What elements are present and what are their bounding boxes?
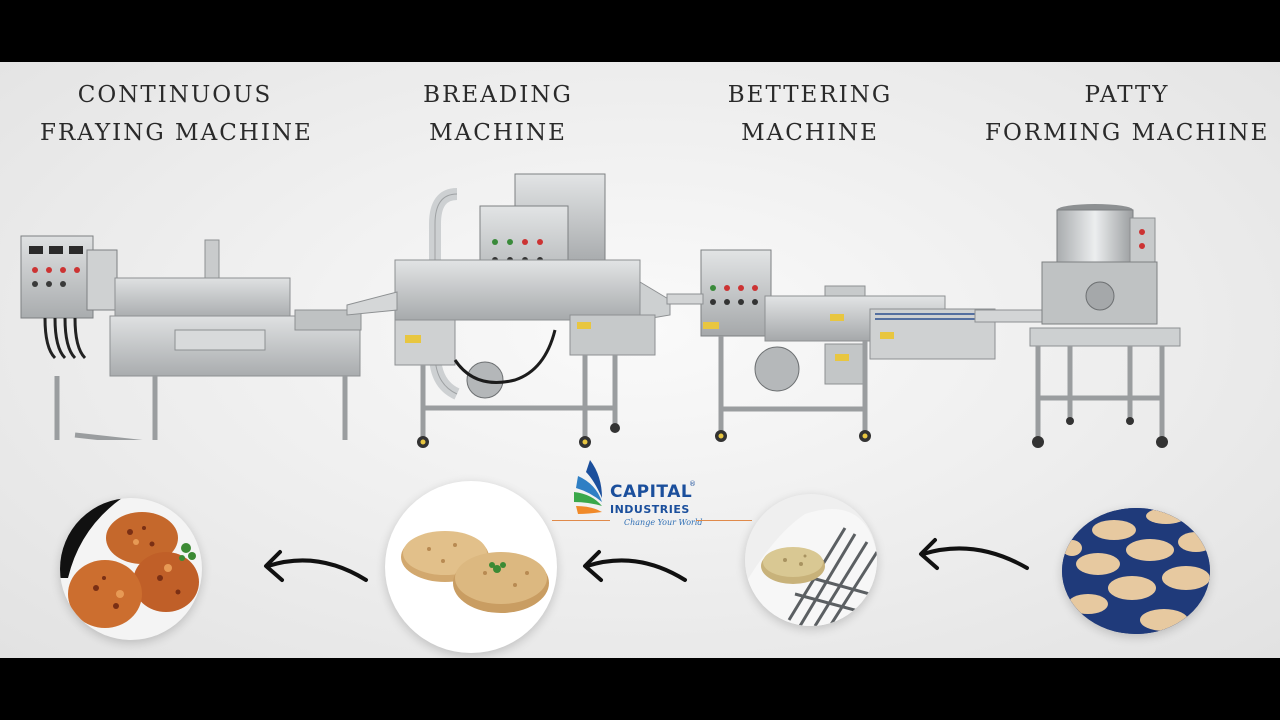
title-line: MACHINE <box>429 120 567 146</box>
title-line: FRAYING MACHINE <box>40 120 313 146</box>
flow-arrow-icon <box>264 550 368 582</box>
title-line: FORMING MACHINE <box>985 120 1270 146</box>
logo-divider-left <box>552 520 610 521</box>
bottom-letterbox-bar <box>0 658 1280 720</box>
title-fraying-machine: CONTINUOUS FRAYING MACHINE <box>40 76 313 152</box>
fryer-machine-image <box>20 235 362 440</box>
title-bettering-machine: BETTERING MACHINE <box>720 76 900 152</box>
title-line: BREADING <box>423 82 573 108</box>
breaded-patties-image <box>385 481 557 653</box>
title-line: PATTY <box>1084 82 1170 108</box>
process-infographic: CONTINUOUS FRAYING MACHINE BREADING MACH… <box>0 62 1280 658</box>
title-line: MACHINE <box>741 120 879 146</box>
flow-arrow-icon <box>583 550 687 582</box>
raw-patties-on-belt-image <box>1062 508 1210 634</box>
logo-divider-right <box>696 520 752 521</box>
logo-tagline: Change Your World <box>624 518 703 527</box>
logo-wordmark: CAPITAL INDUSTRIES <box>610 484 692 518</box>
fried-patties-image <box>60 498 202 640</box>
registered-mark: ® <box>689 480 696 488</box>
patty-forming-machine-image <box>974 204 1181 448</box>
capital-industries-logo: CAPITAL INDUSTRIES ® Change Your World <box>552 458 772 538</box>
battered-patty-image <box>745 494 877 626</box>
title-line: CONTINUOUS <box>77 82 273 108</box>
logo-wings-icon <box>574 460 602 514</box>
title-patty-forming-machine: PATTY FORMING MACHINE <box>985 76 1269 152</box>
top-letterbox-bar <box>0 0 1280 62</box>
title-breading-machine: BREADING MACHINE <box>410 76 586 152</box>
bettering-machine-image <box>666 249 996 442</box>
breading-machine-image <box>346 173 671 448</box>
logo-line-industries: INDUSTRIES <box>610 503 690 516</box>
logo-line-capital: CAPITAL <box>610 482 693 502</box>
title-line: BETTERING <box>727 82 893 108</box>
flow-arrow-icon <box>919 538 1029 570</box>
